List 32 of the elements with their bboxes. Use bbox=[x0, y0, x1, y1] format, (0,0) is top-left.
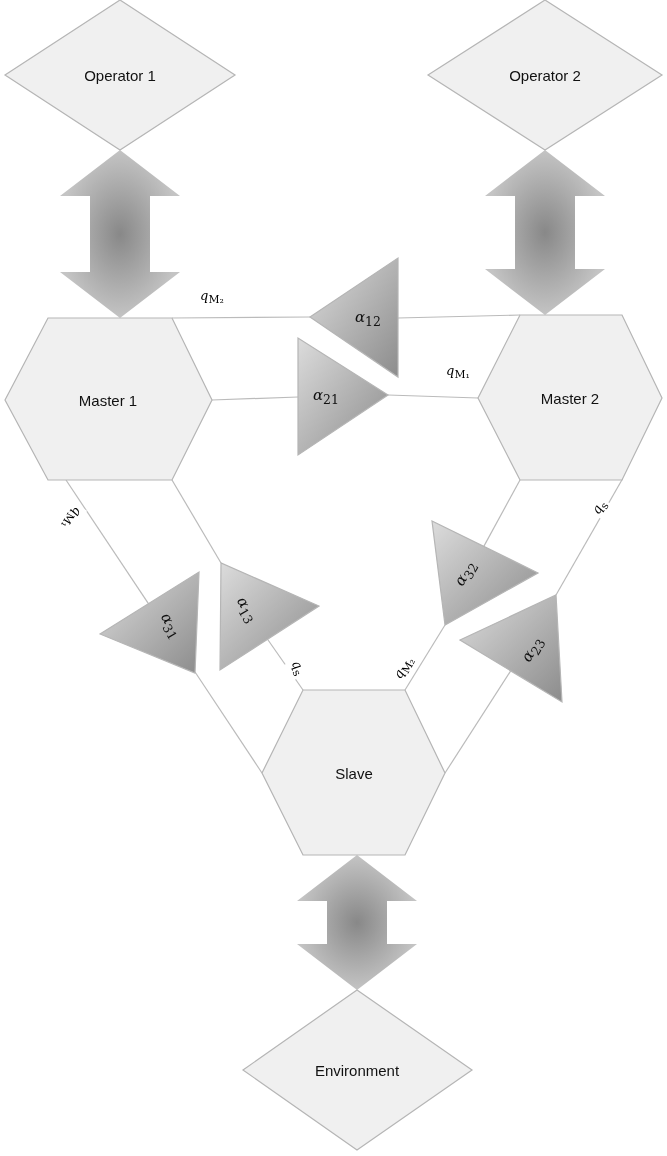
amplifier-triangle bbox=[220, 563, 319, 670]
double-arrow bbox=[297, 855, 417, 990]
diamond-node bbox=[428, 0, 662, 150]
connector-line bbox=[65, 479, 149, 605]
node-label: Operator 2 bbox=[509, 66, 581, 84]
connector-line bbox=[171, 479, 222, 564]
double-arrow bbox=[60, 150, 180, 318]
node-label: Slave bbox=[335, 764, 373, 782]
connector-line bbox=[387, 394, 479, 399]
connector-line bbox=[194, 671, 263, 774]
hexagon-node bbox=[478, 315, 662, 480]
amplifier-triangle bbox=[310, 258, 398, 377]
node-label: Environment bbox=[314, 1061, 400, 1079]
amplifier-triangle bbox=[460, 595, 562, 702]
connector-line bbox=[404, 624, 446, 691]
node-label: α$_{21}$ bbox=[313, 385, 339, 407]
diamond-node bbox=[5, 0, 235, 150]
double-arrow bbox=[485, 150, 605, 315]
node-label: Master 2 bbox=[540, 389, 600, 407]
hexagon-node bbox=[5, 318, 212, 480]
connector-line bbox=[444, 670, 512, 774]
amplifier-triangle bbox=[298, 338, 388, 455]
amplifier-triangle bbox=[432, 521, 538, 625]
connector-line bbox=[211, 396, 299, 401]
amplifier-triangle bbox=[100, 572, 199, 673]
node-label: Master 1 bbox=[78, 391, 138, 409]
diamond-node bbox=[243, 990, 472, 1150]
node-label: α$_{12}$ bbox=[355, 307, 381, 329]
connector-line bbox=[483, 479, 521, 547]
connector-line bbox=[171, 316, 311, 319]
hexagon-node bbox=[262, 690, 445, 855]
node-label: Operator 1 bbox=[84, 66, 156, 84]
